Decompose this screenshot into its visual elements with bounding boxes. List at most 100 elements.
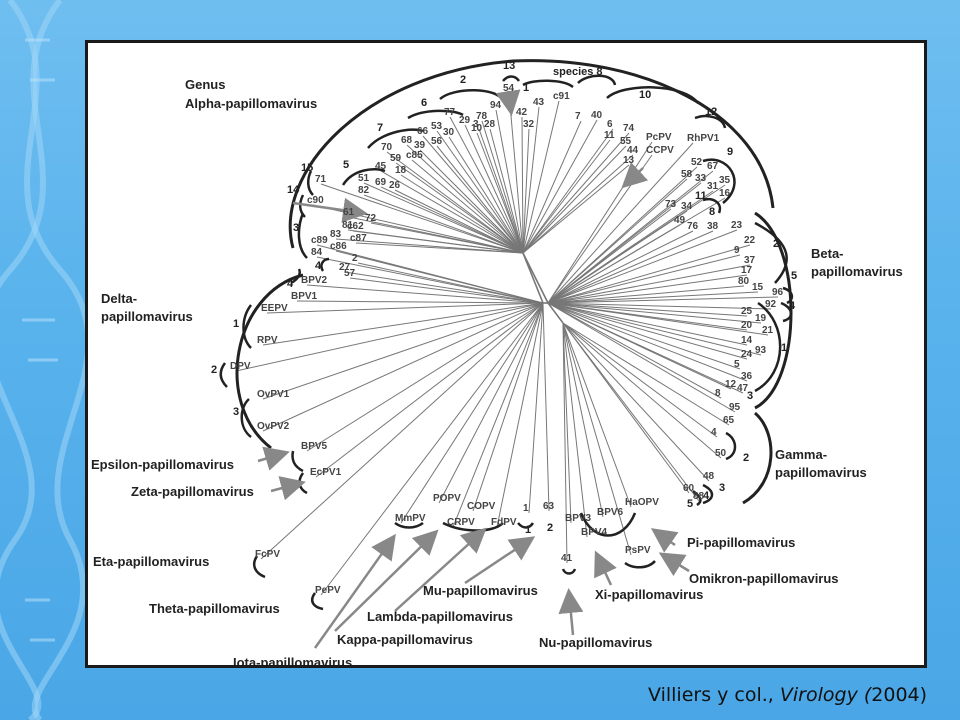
- tree-trunk: [547, 302, 564, 324]
- tree-branch: [547, 302, 748, 382]
- svg-text:5: 5: [791, 270, 797, 282]
- tree-branch: [522, 106, 540, 254]
- virus-type-label: 25: [741, 306, 753, 317]
- tree-trunk: [522, 252, 544, 304]
- tree-branch: [547, 302, 748, 360]
- tree-branch: [562, 322, 604, 518]
- tree-branch: [320, 183, 524, 254]
- tree-branch: [547, 285, 745, 304]
- virus-type-label: 10: [471, 123, 483, 134]
- tree-branch: [411, 159, 524, 254]
- tree-branch: [436, 130, 524, 254]
- virus-type-label: BPV1: [291, 291, 318, 302]
- delta-genus-label: Delta-: [101, 291, 137, 306]
- virus-type-label: 63: [543, 501, 555, 512]
- virus-type-label: 49: [674, 215, 686, 226]
- beta-genus-label: Beta-: [811, 246, 844, 261]
- svg-text:1: 1: [781, 342, 787, 354]
- virus-type-label: 51: [358, 173, 370, 184]
- virus-type-label: POPV: [433, 493, 461, 504]
- tree-branch: [562, 322, 730, 426]
- svg-text:4: 4: [703, 490, 710, 502]
- virus-type-label: FcPV: [255, 549, 280, 560]
- virus-type-label: PsPV: [625, 545, 651, 556]
- virus-type-label: 19: [755, 313, 767, 324]
- virus-type-label: BPV4: [581, 527, 608, 538]
- svg-text:13: 13: [503, 60, 515, 72]
- virus-type-label: 29: [459, 115, 471, 126]
- tree-branch: [260, 302, 544, 560]
- virus-type-label: c91: [553, 91, 570, 102]
- epsilon-genus-label: Epsilon-papillomavirus: [91, 457, 234, 472]
- tree-branch: [320, 302, 544, 596]
- virus-type-label: 37: [744, 255, 756, 266]
- phylogenetic-tree-figure: Genus Alpha-papillomavirus Beta- papillo…: [85, 40, 927, 668]
- iota-genus-label: Iota-papillomavirus: [233, 655, 352, 665]
- tree-branch: [562, 322, 588, 538]
- tree-branch: [528, 302, 544, 514]
- virus-type-label: 27: [339, 262, 351, 273]
- virus-type-label: c85: [406, 150, 423, 161]
- virus-type-label: MmPV: [395, 513, 426, 524]
- kappa-genus-label: Kappa-papillomavirus: [337, 632, 473, 647]
- virus-type-label: c90: [307, 195, 324, 206]
- virus-type-label: CCPV: [646, 145, 674, 156]
- theta-genus-label: Theta-papillomavirus: [149, 601, 280, 616]
- tree-branch: [400, 174, 524, 254]
- tree-branch: [380, 186, 524, 254]
- tree-branch: [562, 322, 710, 482]
- virus-type-label: c86: [330, 241, 347, 252]
- svg-text:14: 14: [287, 184, 300, 196]
- tree-branch: [344, 271, 544, 304]
- tree-branch: [562, 322, 632, 556]
- virus-type-label: 20: [741, 320, 753, 331]
- tree-branch: [452, 302, 544, 528]
- tree-branch: [547, 302, 762, 356]
- svg-text:3: 3: [233, 406, 239, 418]
- tree-branch: [547, 254, 741, 304]
- svg-text:4: 4: [315, 260, 322, 272]
- tree-branch: [449, 116, 524, 254]
- tree-branch: [547, 230, 694, 304]
- tree-branch: [438, 302, 544, 504]
- tree-branch: [315, 302, 544, 478]
- tree-branch: [547, 302, 769, 336]
- tree-branch: [562, 322, 568, 564]
- virus-type-label: 32: [523, 119, 535, 130]
- virus-type-label: 15: [752, 282, 764, 293]
- virus-type-label: FdPV: [491, 517, 517, 528]
- tree-branch: [547, 208, 672, 304]
- virus-type-label: 5: [734, 359, 740, 370]
- virus-type-label: CRPV: [447, 517, 475, 528]
- virus-type-label: 95: [729, 402, 741, 413]
- virus-type-label: 3: [473, 119, 479, 130]
- virus-type-label: 54: [503, 83, 515, 94]
- virus-type-label: 53: [431, 121, 443, 132]
- tree-branch: [547, 224, 681, 304]
- virus-type-label: c87: [350, 233, 367, 244]
- tree-branch: [547, 302, 762, 324]
- tree-branch: [547, 296, 779, 304]
- svg-text:2: 2: [743, 452, 749, 464]
- svg-text:1: 1: [233, 318, 239, 330]
- virus-type-label: 31: [707, 181, 719, 192]
- virus-type-label: 11: [604, 130, 615, 141]
- virus-type-label: 1: [523, 503, 529, 514]
- dna-helix-decoration: [0, 0, 92, 720]
- tree-branch: [262, 302, 544, 346]
- virus-type-label: 42: [516, 107, 528, 118]
- tree-branch: [542, 302, 550, 512]
- tree-branch: [522, 100, 560, 254]
- tree-branch: [522, 128, 614, 254]
- tree-branch: [562, 322, 722, 459]
- species-numbers: species 8 2 13 1 10 12 6 7 5 9 11 15 14 …: [211, 60, 797, 536]
- omikron-genus-label: Omikron-papillomavirus: [689, 571, 839, 586]
- virus-type-label: 50: [715, 448, 727, 459]
- virus-type-label: 58: [681, 169, 693, 180]
- tree-branch: [522, 132, 630, 254]
- pi-genus-label: Pi-papillomavirus: [687, 535, 795, 550]
- virus-type-label: EEPV: [261, 303, 288, 314]
- tree-branch: [349, 277, 544, 304]
- tree-branch: [357, 262, 544, 304]
- virus-type-label: PcPV: [646, 132, 672, 143]
